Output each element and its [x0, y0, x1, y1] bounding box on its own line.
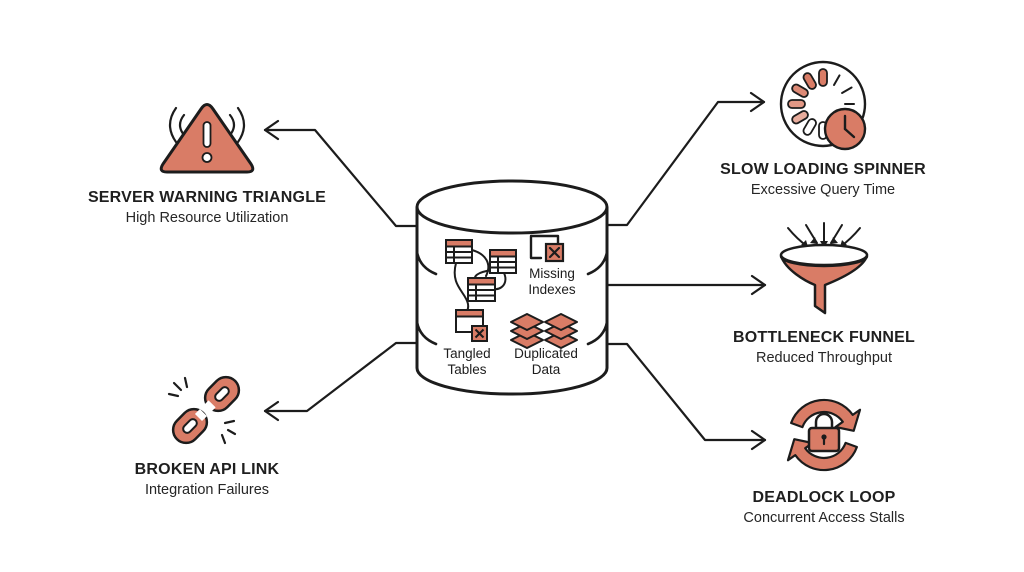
arrow-to-broken-api-link: [263, 341, 419, 422]
duplicated-data-icon: [510, 313, 578, 349]
node-title: DEADLOCK LOOP: [752, 489, 896, 506]
node-broken-api-link: BROKEN API LINK Integration Failures: [57, 372, 357, 498]
arrow-to-bottleneck-funnel: [605, 274, 767, 296]
database-cylinder: [400, 170, 630, 410]
deadlock-lock-cycle-icon: [786, 398, 862, 472]
warning-triangle-icon: [159, 103, 254, 174]
loading-spinner-clock-icon: [779, 60, 867, 151]
node-bottleneck-funnel: BOTTLENECK FUNNEL Reduced Throughput: [674, 222, 974, 366]
node-subtitle: Reduced Throughput: [756, 350, 892, 366]
broken-chain-link-icon: [167, 375, 241, 445]
node-deadlock-loop: DEADLOCK LOOP Concurrent Access Stalls: [674, 390, 974, 526]
node-subtitle: Concurrent Access Stalls: [743, 510, 905, 526]
arrow-to-slow-loading-spinner: [606, 91, 766, 227]
node-title: SERVER WARNING TRIANGLE: [87, 189, 327, 206]
node-title: BOTTLENECK FUNNEL: [732, 329, 916, 346]
missing-index-icon: [529, 234, 565, 263]
missing-indexes-label: Missing Indexes: [528, 266, 576, 297]
tangled-tables-icon: [445, 239, 517, 342]
duplicated-data-label: Duplicated Data: [514, 346, 578, 377]
node-subtitle: Integration Failures: [144, 482, 270, 498]
database-cylinder-graphic: [415, 179, 609, 396]
tangled-tables-label: Tangled Tables: [443, 346, 491, 377]
arrow-to-deadlock-loop: [606, 342, 767, 451]
node-subtitle: Excessive Query Time: [750, 182, 896, 198]
node-title: BROKEN API LINK: [134, 461, 280, 478]
node-slow-loading-spinner: SLOW LOADING SPINNER Excessive Query Tim…: [673, 57, 973, 198]
funnel-icon: [779, 222, 868, 315]
node-title: SLOW LOADING SPINNER: [720, 161, 926, 178]
node-server-warning: SERVER WARNING TRIANGLE High Resource Ut…: [57, 95, 357, 226]
arrow-to-server-warning: [263, 119, 419, 228]
node-subtitle: High Resource Utilization: [125, 210, 289, 226]
